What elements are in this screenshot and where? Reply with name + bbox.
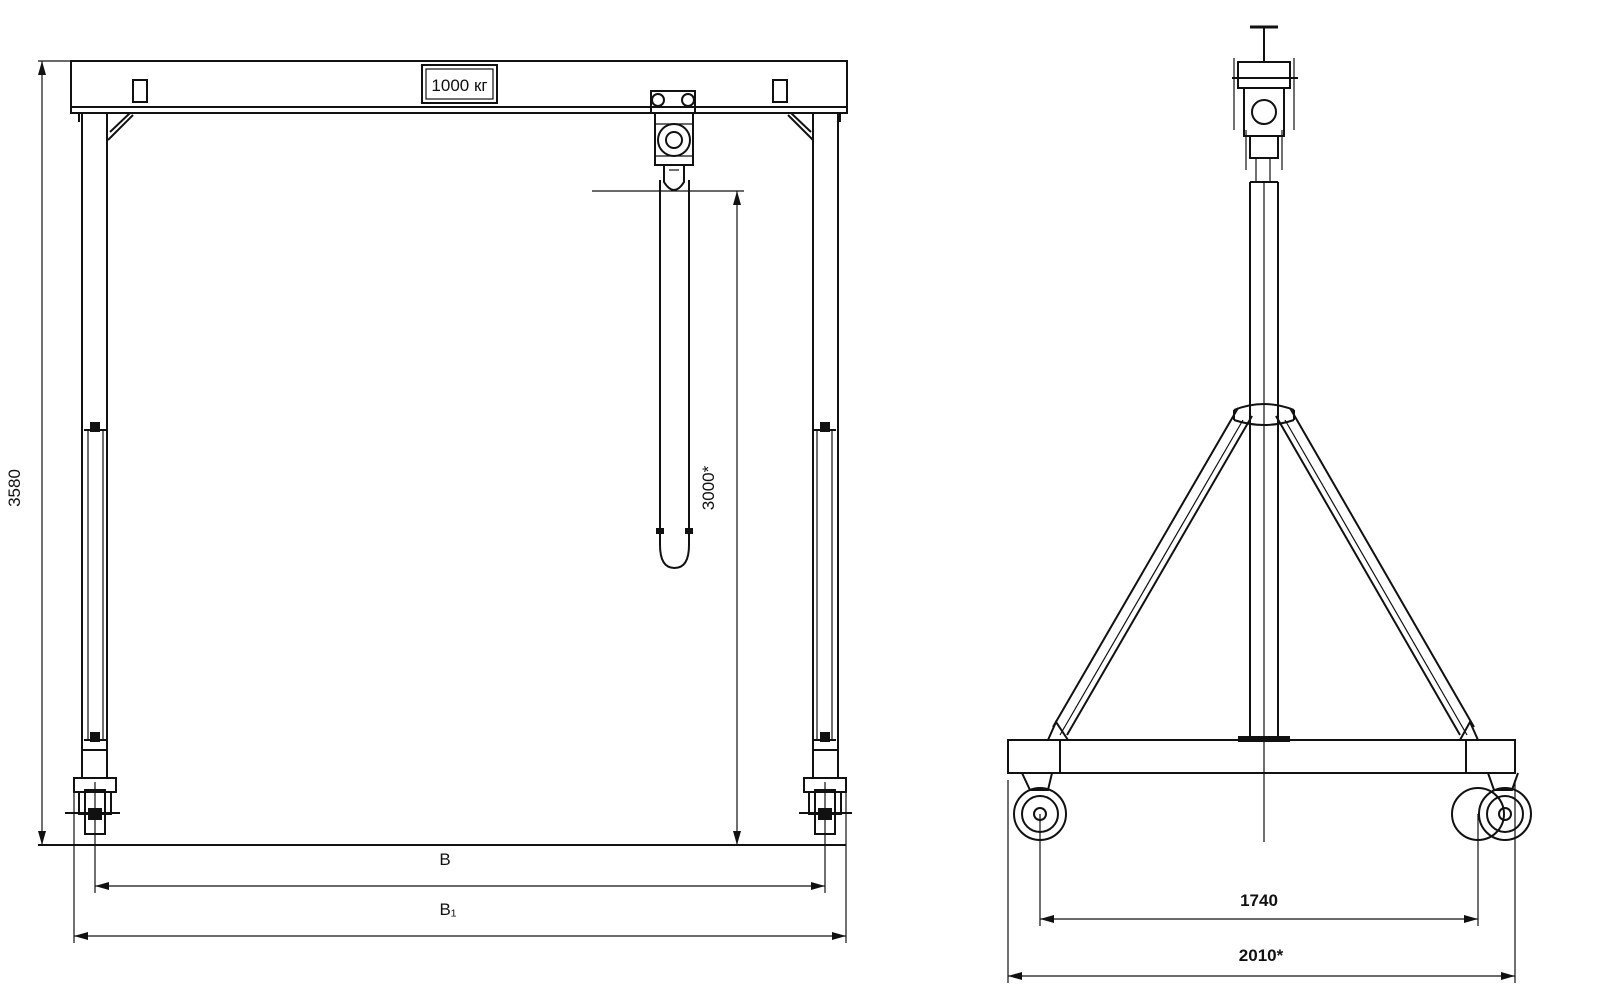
right-wheels: [1451, 772, 1532, 841]
capacity-plate: [421, 64, 498, 104]
height-dimension: 3580: [5, 60, 71, 845]
right-brace: [1275, 407, 1479, 741]
capacity-label: 1000 кг: [431, 76, 487, 95]
right-caster: [799, 777, 852, 840]
lift-dim-label: 3000*: [699, 465, 718, 510]
left-brace: [1047, 407, 1253, 741]
mast: [1238, 181, 1290, 842]
chain-hoist: [592, 90, 744, 570]
span-inner-dimension: B: [94, 840, 826, 893]
side-view: 1740 2010*: [1007, 25, 1532, 983]
wheelbase-label: 1740: [1240, 891, 1278, 910]
span-outer-label: B₁: [439, 900, 456, 919]
right-leg: [812, 113, 839, 778]
beam-brackets: [78, 112, 841, 141]
height-dim-label: 3580: [5, 469, 24, 507]
overall-width-label: 2010*: [1239, 946, 1284, 965]
lift-dimension: 3000*: [699, 191, 741, 845]
base-beam: [1007, 739, 1516, 774]
side-hoist: [1232, 25, 1298, 182]
left-caster: [65, 777, 120, 840]
wheelbase-dimension: 1740: [1039, 814, 1479, 926]
top-beam: 1000 кг: [70, 60, 848, 114]
overall-width-dimension: 2010*: [1007, 780, 1516, 983]
span-inner-label: B: [439, 850, 450, 869]
span-outer-dimension: B₁: [73, 792, 847, 943]
left-leg: [81, 113, 108, 778]
front-view: 1000 кг: [5, 60, 852, 943]
